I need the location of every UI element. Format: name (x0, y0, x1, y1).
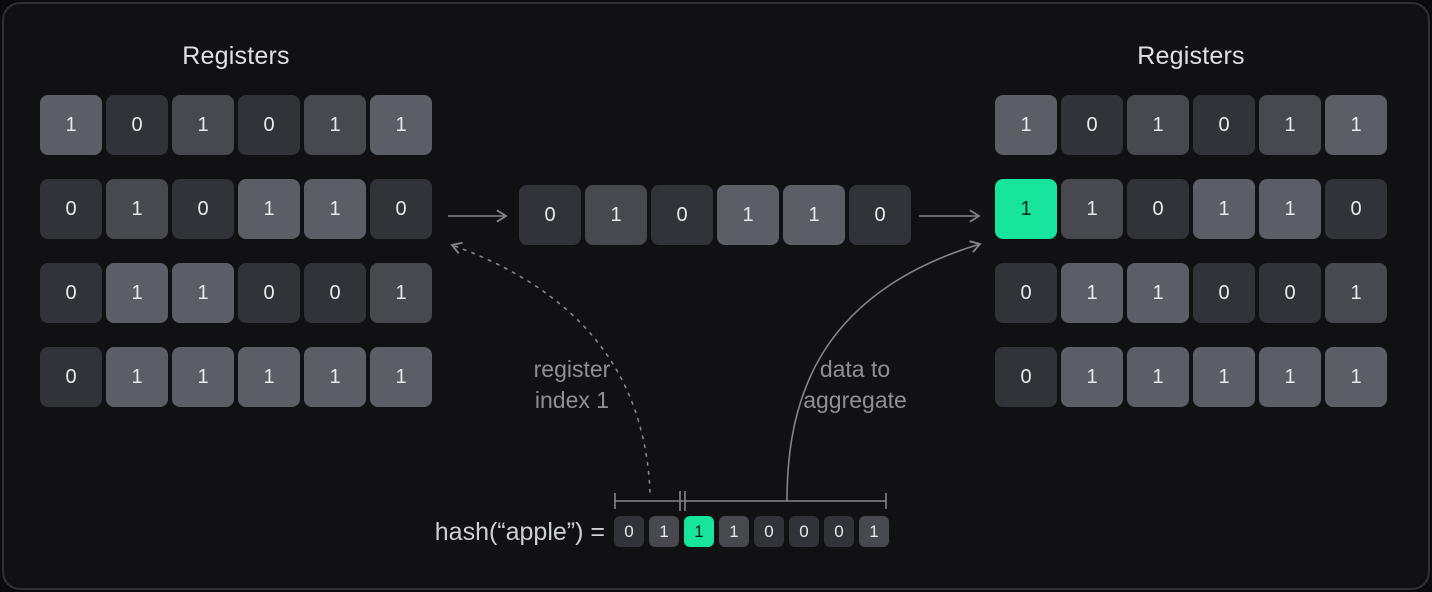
register-cell: 1 (995, 95, 1057, 155)
register-cell: 1 (1325, 263, 1387, 323)
register-cell: 1 (1061, 263, 1123, 323)
register-cell: 1 (1127, 347, 1189, 407)
register-cell: 0 (106, 95, 168, 155)
register-cell: 1 (106, 347, 168, 407)
register-cell: 1 (370, 347, 432, 407)
hash-bit-cell: 0 (754, 516, 784, 547)
register-cell: 0 (1325, 179, 1387, 239)
extracted-register-cell: 0 (849, 185, 911, 245)
extracted-register-cell: 0 (519, 185, 581, 245)
hash-expression-label: hash(“apple”) = (434, 518, 605, 546)
left-registers-title: Registers (182, 42, 290, 70)
hash-bit-cell: 0 (824, 516, 854, 547)
register-cell: 0 (40, 347, 102, 407)
hash-bit-cell: 1 (719, 516, 749, 547)
register-cell: 1 (995, 179, 1057, 239)
register-cell: 0 (1193, 263, 1255, 323)
register-cell: 0 (304, 263, 366, 323)
register-cell: 1 (238, 179, 300, 239)
register-cell: 0 (238, 95, 300, 155)
data-to-aggregate-label-line2: aggregate (803, 387, 907, 413)
register-cell: 1 (370, 263, 432, 323)
register-cell: 0 (370, 179, 432, 239)
register-cell: 1 (304, 179, 366, 239)
hash-bit-cell: 1 (859, 516, 889, 547)
register-cell: 1 (106, 179, 168, 239)
register-cell: 1 (304, 347, 366, 407)
register-cell: 1 (1061, 179, 1123, 239)
register-cell: 1 (1193, 179, 1255, 239)
register-cell: 0 (995, 347, 1057, 407)
extracted-register-cell: 0 (651, 185, 713, 245)
hash-bit-cell: 1 (684, 516, 714, 547)
hash-bit-cell: 1 (649, 516, 679, 547)
register-cell: 0 (238, 263, 300, 323)
register-cell: 1 (1259, 179, 1321, 239)
register-cell: 1 (172, 263, 234, 323)
register-cell: 1 (172, 347, 234, 407)
register-index-label-line2: index 1 (534, 387, 610, 413)
register-cell: 1 (1325, 347, 1387, 407)
register-index-label-line1: register (533, 356, 611, 382)
register-cell: 1 (40, 95, 102, 155)
register-cell: 1 (1259, 347, 1321, 407)
register-cell: 0 (995, 263, 1057, 323)
register-cell: 0 (40, 179, 102, 239)
extracted-register-cell: 1 (585, 185, 647, 245)
register-cell: 1 (1127, 263, 1189, 323)
register-cell: 1 (1127, 95, 1189, 155)
register-cell: 1 (304, 95, 366, 155)
register-cell: 1 (1061, 347, 1123, 407)
register-cell: 0 (1061, 95, 1123, 155)
register-cell: 1 (238, 347, 300, 407)
extracted-register-cell: 1 (717, 185, 779, 245)
register-cell: 1 (1325, 95, 1387, 155)
register-cell: 0 (1259, 263, 1321, 323)
register-cell: 0 (1193, 95, 1255, 155)
register-cell: 1 (106, 263, 168, 323)
register-cell: 0 (40, 263, 102, 323)
register-cell: 0 (1127, 179, 1189, 239)
register-cell: 1 (1193, 347, 1255, 407)
data-to-aggregate-label: data to aggregate (755, 354, 955, 416)
register-cell: 1 (1259, 95, 1321, 155)
register-cell: 0 (172, 179, 234, 239)
right-registers-title: Registers (1137, 42, 1245, 70)
register-cell: 1 (172, 95, 234, 155)
hash-bit-cell: 0 (789, 516, 819, 547)
hash-bit-cell: 0 (614, 516, 644, 547)
data-to-aggregate-label-line1: data to (819, 356, 891, 382)
extracted-register-cell: 1 (783, 185, 845, 245)
register-cell: 1 (370, 95, 432, 155)
register-index-label: register index 1 (472, 354, 672, 416)
